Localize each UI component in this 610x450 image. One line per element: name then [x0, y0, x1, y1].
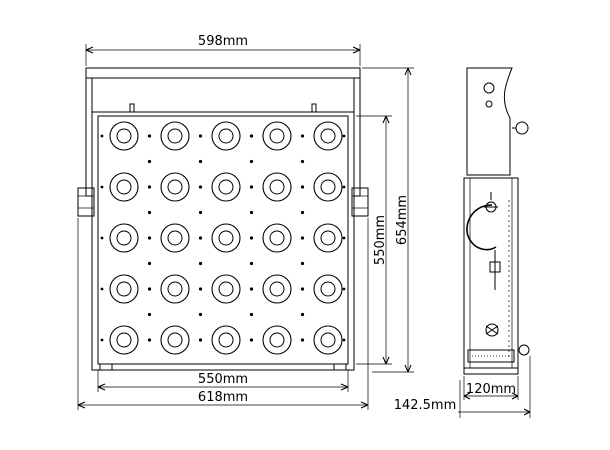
- right-knob: [351, 187, 369, 217]
- lens: [211, 223, 241, 253]
- lens: [160, 223, 190, 253]
- screw-dot: [198, 338, 203, 342]
- screw-dot: [249, 287, 254, 291]
- edge-dot: [342, 236, 346, 240]
- screw-dot: [198, 134, 203, 138]
- lens: [262, 325, 292, 355]
- screw-dot: [147, 338, 152, 342]
- left-knob: [77, 187, 95, 217]
- screw-dot: [300, 338, 305, 342]
- side-symbol: [485, 323, 499, 337]
- screw-dot: [300, 261, 305, 266]
- front-view: [77, 67, 369, 371]
- dim-panel-width: 550mm: [198, 372, 248, 387]
- screw-dot: [249, 210, 254, 215]
- lens: [262, 223, 292, 253]
- side-hole-small: [485, 100, 493, 108]
- dim-panel-height: 550mm: [373, 215, 388, 265]
- dim-total-width: 618mm: [198, 390, 248, 405]
- screw-dot: [198, 159, 203, 164]
- side-hole-large: [483, 82, 495, 94]
- screw-dot: [147, 210, 152, 215]
- screw-dot: [249, 134, 254, 138]
- side-knob-top: [515, 121, 529, 135]
- edge-dot: [100, 185, 104, 189]
- lens: [262, 172, 292, 202]
- lens: [109, 121, 139, 151]
- screw-dot: [300, 185, 305, 189]
- lens: [313, 121, 343, 151]
- lens: [313, 223, 343, 253]
- lens-grid: [100, 121, 346, 355]
- dim-depth-body: 120mm: [466, 382, 516, 397]
- side-bottom-plate: [467, 349, 515, 363]
- edge-dot: [100, 338, 104, 342]
- yoke-right-arm: [353, 78, 361, 196]
- lens: [109, 172, 139, 202]
- lens: [211, 325, 241, 355]
- lens: [109, 223, 139, 253]
- screw-dot: [147, 312, 152, 317]
- dim-depth-total: 142.5mm: [394, 398, 457, 413]
- mounting-bar: [85, 67, 361, 79]
- lens: [211, 172, 241, 202]
- housing: [91, 111, 355, 371]
- lens: [160, 274, 190, 304]
- side-body: [463, 177, 519, 369]
- screw-dot: [249, 312, 254, 317]
- lens: [109, 325, 139, 355]
- lens: [160, 325, 190, 355]
- side-knob-bottom: [518, 344, 530, 356]
- screw-dot: [147, 236, 152, 240]
- lens: [211, 121, 241, 151]
- side-bracket-top: [466, 67, 513, 176]
- screw-dot: [249, 338, 254, 342]
- screw-dot: [300, 159, 305, 164]
- screw-dot: [300, 236, 305, 240]
- screw-dot: [249, 261, 254, 266]
- lens: [262, 121, 292, 151]
- c-clamp: [466, 204, 497, 251]
- screw-dot: [147, 261, 152, 266]
- front-panel: [97, 115, 349, 365]
- lens: [160, 121, 190, 151]
- edge-dot: [342, 134, 346, 138]
- lens: [109, 274, 139, 304]
- dim-total-height: 654mm: [395, 195, 410, 245]
- screw-dot: [147, 287, 152, 291]
- edge-dot: [100, 134, 104, 138]
- edge-dot: [100, 236, 104, 240]
- screw-dot: [198, 185, 203, 189]
- lens: [160, 172, 190, 202]
- screw-dot: [249, 159, 254, 164]
- screw-dot: [300, 210, 305, 215]
- lens: [313, 172, 343, 202]
- lens: [211, 274, 241, 304]
- lens: [313, 325, 343, 355]
- side-view: [463, 67, 530, 375]
- screw-dot: [198, 261, 203, 266]
- lens: [262, 274, 292, 304]
- dimension-lines: [77, 44, 531, 418]
- yoke-left-arm: [85, 78, 93, 196]
- screw-dot: [249, 236, 254, 240]
- lens: [313, 274, 343, 304]
- screw-dot: [249, 185, 254, 189]
- edge-dot: [342, 287, 346, 291]
- edge-dot: [342, 185, 346, 189]
- edge-dot: [100, 287, 104, 291]
- dim-top-width: 598mm: [198, 34, 248, 49]
- screw-dot: [300, 134, 305, 138]
- screw-dot: [198, 287, 203, 291]
- screw-dot: [147, 185, 152, 189]
- screw-dot: [198, 312, 203, 317]
- screw-dot: [198, 236, 203, 240]
- edge-dot: [342, 338, 346, 342]
- screw-dot: [147, 159, 152, 164]
- screw-dot: [300, 312, 305, 317]
- screw-dot: [300, 287, 305, 291]
- screw-dot: [198, 210, 203, 215]
- screw-dot: [147, 134, 152, 138]
